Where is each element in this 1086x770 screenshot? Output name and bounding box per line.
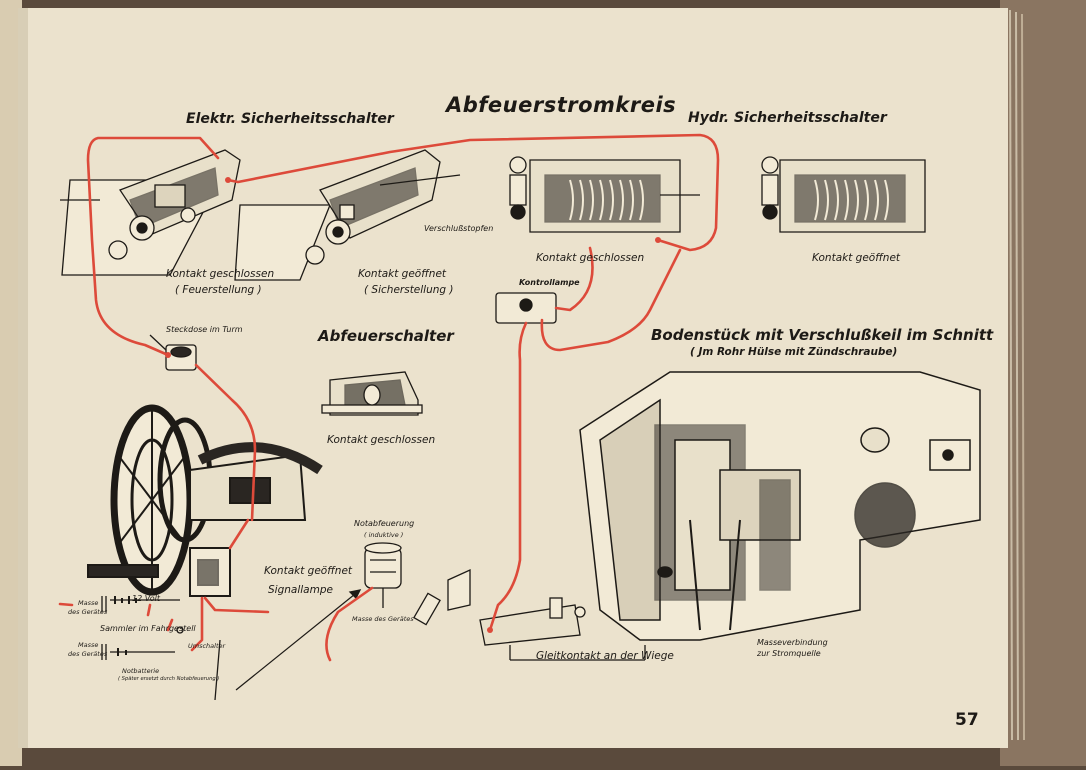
- label-kontakt-geschlossen-feuer: Kontakt geschlossen: [166, 268, 275, 280]
- label-notbatterie: Notbatterie: [122, 667, 160, 675]
- label-signallampe: Signallampe: [268, 584, 333, 596]
- notabfeuerung-device: [364, 542, 441, 626]
- handwheel-assembly: [87, 404, 323, 597]
- abfeuerschalter-device: [321, 371, 423, 416]
- label-induktive: ( induktive ): [364, 531, 404, 539]
- hydr-schalter-open: [761, 156, 926, 233]
- label-masse-2b: des Gerätes: [68, 650, 108, 658]
- hydr-schalter-closed: [509, 156, 700, 233]
- label-12-volt: 12 Volt: [132, 594, 160, 603]
- label-masse-1b: des Gerätes: [68, 608, 108, 616]
- label-masse-center: Masse des Gerätes: [352, 615, 414, 623]
- label-abfeuer-kontakt-geschlossen: Kontakt geschlossen: [327, 434, 436, 446]
- label-hydr-kontakt-geschlossen: Kontakt geschlossen: [536, 252, 645, 264]
- label-kontrollampe: Kontrollampe: [519, 278, 580, 287]
- bodenstueck-cutaway: [579, 371, 981, 641]
- label-zur-stromquelle: zur Stromquelle: [757, 649, 821, 658]
- label-notbatterie-note: ( Später ersetzt durch Notabfeuerung ): [118, 676, 220, 682]
- wire-accents: [165, 177, 661, 633]
- label-sicherstellung: ( Sicherstellung ): [364, 284, 454, 296]
- label-hydr-kontakt-geoeffnet: Kontakt geöffnet: [812, 252, 901, 264]
- page-number: 57: [955, 710, 979, 730]
- label-kontakt-geoeffnet-hand: Kontakt geöffnet: [264, 565, 353, 577]
- label-masseverbindung: Masseverbindung: [757, 638, 828, 647]
- steckdose-device: [149, 334, 197, 371]
- page-edges: [1000, 0, 1086, 766]
- label-steckdose: Steckdose im Turm: [166, 325, 243, 334]
- spine-left: [0, 0, 22, 766]
- kontrollampe-device: [495, 292, 557, 324]
- battery-circuit: [101, 589, 362, 701]
- label-kontakt-geoeffnet-sicher: Kontakt geöffnet: [358, 268, 447, 280]
- hydr-schalter-title: Hydr. Sicherheitsschalter: [688, 110, 887, 126]
- elektr-schalter-title: Elektr. Sicherheitsschalter: [186, 111, 394, 127]
- label-umschalter: Umschalter: [188, 642, 226, 650]
- label-masse-2a: Masse: [78, 641, 99, 649]
- label-feuerstellung: ( Feuerstellung ): [175, 284, 262, 296]
- label-gleitkontakt: Gleitkontakt an der Wiege: [536, 650, 674, 662]
- label-verschlussstopfen: Verschlußstopfen: [424, 224, 494, 233]
- label-notabfeuerung: Notabfeuerung: [354, 519, 415, 528]
- firing-circuit-wire: [58, 133, 720, 662]
- abfeuerschalter-title: Abfeuerschalter: [318, 327, 454, 345]
- elektr-schalter-closed: [60, 149, 241, 276]
- page-title: Abfeuerstromkreis: [446, 93, 677, 117]
- label-sammler: Sammler im Fahrgestell: [100, 624, 196, 633]
- bodenstueck-subtitle: ( Jm Rohr Hülse mit Zündschraube): [690, 346, 898, 358]
- bodenstueck-title: Bodenstück mit Verschlußkeil im Schnitt: [651, 326, 994, 344]
- elektr-schalter-open: [234, 149, 461, 281]
- gleitkontakt-device: [447, 568, 646, 661]
- label-masse-1a: Masse: [78, 599, 99, 607]
